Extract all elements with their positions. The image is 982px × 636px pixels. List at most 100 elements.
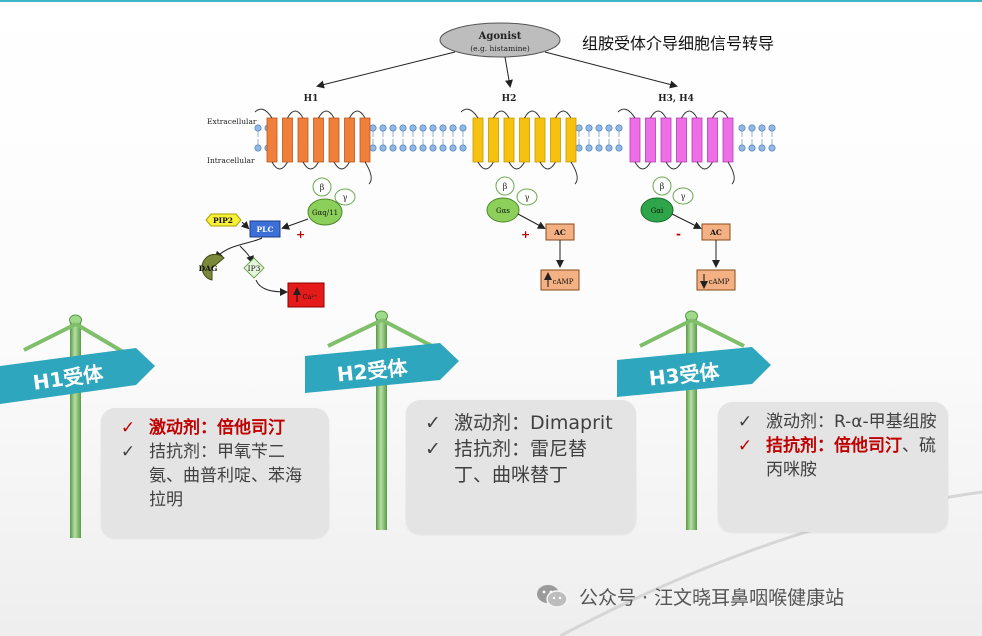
h2-g-alpha [486,197,520,223]
receptor-loop [271,161,288,170]
transmembrane-helix [359,117,371,163]
lipid-head [399,124,407,132]
transmembrane-helix [266,117,278,163]
watermark: 公众号 · 汪文晓耳鼻咽喉健康站 [535,582,844,610]
lipid-head [449,144,457,152]
h2-agonist-item: ✓ 激动剂：Dimaprit [420,410,624,436]
h1-agonist-text: 激动剂：倍他司汀 [149,418,285,438]
lipid-head [758,144,766,152]
top-accent-line [0,0,982,2]
lipid-head [758,124,766,132]
lipid-head [459,144,467,152]
receptor-loop [493,110,510,119]
lipid-head [429,124,437,132]
svg-text:γ: γ [681,192,686,201]
watermark-text: 公众号 · 汪文晓耳鼻咽喉健康站 [579,586,845,609]
lipid-head [605,144,613,152]
receptor-loop [318,110,335,119]
receptor-loop [524,110,541,119]
signpost-h2: H2受体 [305,310,459,530]
h3-g-beta [652,176,672,196]
receptor-loop [302,161,319,170]
receptor-2 [617,108,735,185]
check-icon: ✓ [120,442,136,462]
receptor-loop [665,161,682,170]
receptor-loop [650,110,667,119]
h3-antagonist-text: 拮抗剂：倍他司汀 [766,436,902,456]
h3h4-pathway: β γ Gαi - AC cAMP [640,176,736,291]
receptor-label-h2: H2 [502,94,517,104]
h1-g-alpha [307,198,343,226]
lipid-head [369,124,377,132]
transmembrane-helix [297,117,309,163]
h2-info-box: ✓ 激动剂：Dimaprit ✓ 拮抗剂：雷尼替丁、曲咪替丁 [406,400,636,534]
lipid-head [738,124,746,132]
lipid-head [379,144,387,152]
h3-agonist-item: ✓ 激动剂：R-α-甲基组胺 [732,410,938,434]
transmembrane-helix [313,117,324,163]
transmembrane-helix [472,117,484,163]
receptor-c-terminus [570,161,578,185]
lipid-head [575,124,583,132]
svg-text:cAMP: cAMP [553,278,574,286]
svg-text:β: β [660,182,665,191]
plc-node [249,220,281,238]
svg-text:DAG: DAG [199,264,218,273]
svg-text:AC: AC [709,228,722,237]
h3-antagonist-suffix: 、硫丙咪胺 [766,436,936,480]
lipid-head [369,144,377,152]
svg-text:β: β [320,183,325,192]
receptor-loop [477,161,494,170]
h2-pathway: β γ Gαs + AC cAMP [486,176,580,291]
svg-text:Ca²⁺: Ca²⁺ [303,293,318,301]
receptor-0 [254,108,372,185]
calcium-node [287,282,325,308]
receptor-label-h3h4: H3, H4 [658,94,694,104]
lipid-head [748,124,756,132]
lipid-head [254,124,262,132]
svg-text:cAMP: cAMP [709,278,730,286]
lipid-head [399,144,407,152]
lipid-head [379,124,387,132]
receptor-label-h1: H1 [304,94,319,104]
intracellular-label: Intracellular [207,156,255,165]
transmembrane-helix [328,117,340,163]
h1-info-box: ✓ 激动剂：倍他司汀 ✓ 拮抗剂：甲氧苄二氨、曲普利啶、苯海拉明 [101,408,329,538]
receptor-loop [287,110,304,119]
h3-g-gamma [672,187,694,205]
lipid-head [409,124,417,132]
h1-g-gamma [334,188,356,206]
lipid-head [389,144,397,152]
transmembrane-helix [691,117,703,163]
svg-text:IP3: IP3 [248,264,261,273]
check-icon: ✓ [737,412,753,432]
transmembrane-helix [660,117,672,163]
check-icon: ✓ [425,412,441,434]
receptor-loop [333,161,350,170]
h3-info-box: ✓ 激动剂：R-α-甲基组胺 ✓ 拮抗剂：倍他司汀、硫丙咪胺 [718,402,948,532]
lipid-head [439,144,447,152]
lipid-head [575,144,583,152]
lipid-head [748,144,756,152]
plc-plus: + [296,228,305,241]
transmembrane-helix [534,117,546,163]
transmembrane-helix [629,117,641,163]
h3-g-alpha [640,197,674,223]
lipid-head [409,144,417,152]
svg-text:γ: γ [343,193,348,202]
svg-text:Gαq/11: Gαq/11 [312,209,338,217]
transmembrane-helix [676,117,687,163]
lipid-head [389,124,397,132]
extracellular-label: Extracellular [207,117,257,126]
h1-antagonist-text: 拮抗剂：甲氧苄二氨、曲普利啶、苯海拉明 [149,442,302,510]
h2-g-beta [495,176,515,196]
check-icon: ✓ [120,418,136,438]
h2-agonist-text: 激动剂：Dimaprit [454,412,613,434]
transmembrane-helix [722,117,734,163]
lipid-head [419,144,427,152]
receptors [254,108,735,185]
receptor-n-terminus [254,108,273,119]
lipid-head [449,124,457,132]
lipid-head [254,144,262,152]
